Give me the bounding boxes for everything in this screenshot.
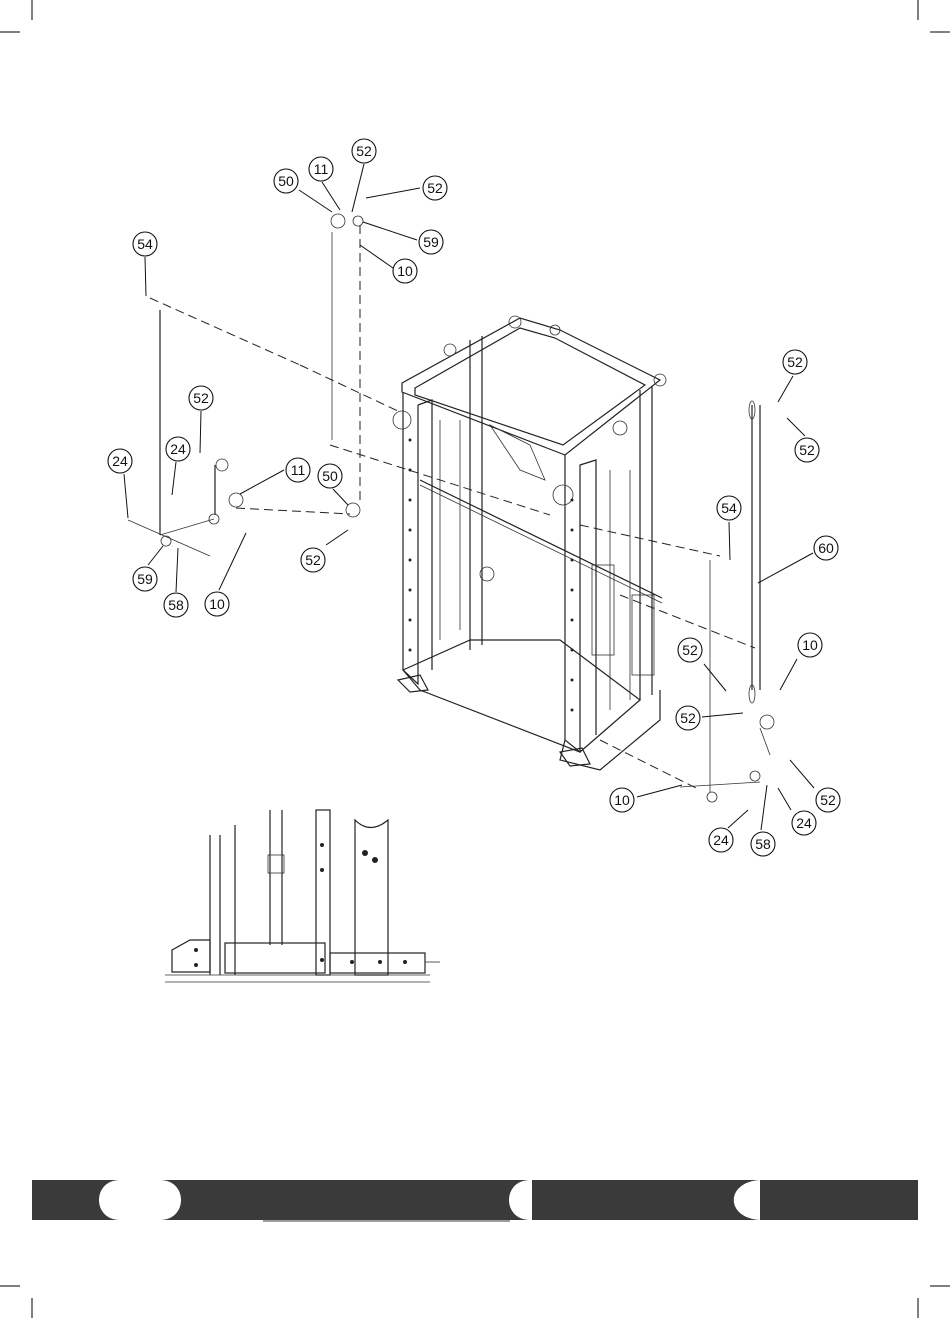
callout-24-right-bottom: 24 [792, 811, 816, 835]
svg-text:24: 24 [170, 441, 186, 457]
callout-24-left-inner: 24 [166, 437, 190, 461]
machine-frame-drawing [393, 316, 666, 770]
svg-text:11: 11 [314, 161, 329, 177]
svg-text:24: 24 [796, 815, 812, 831]
svg-text:24: 24 [112, 453, 128, 469]
callout-leaders [124, 164, 814, 830]
svg-text:58: 58 [755, 836, 771, 852]
callout-10-right-upper: 10 [798, 633, 822, 657]
svg-text:50: 50 [322, 468, 338, 484]
svg-text:52: 52 [193, 390, 209, 406]
svg-text:24: 24 [713, 832, 729, 848]
svg-text:52: 52 [305, 552, 321, 568]
svg-text:50: 50 [278, 173, 294, 189]
callout-24-right-left: 24 [709, 828, 733, 852]
callout-52-right-top: 52 [783, 350, 807, 374]
callout-10-left: 10 [205, 592, 229, 616]
callout-52-right-lower: 52 [676, 706, 700, 730]
svg-text:11: 11 [291, 462, 306, 478]
svg-text:54: 54 [137, 236, 153, 252]
callout-52-top: 52 [352, 139, 376, 163]
callout-50-top: 50 [274, 169, 298, 193]
callout-50-left: 50 [318, 464, 342, 488]
svg-text:52: 52 [787, 354, 803, 370]
svg-text:10: 10 [397, 263, 413, 279]
callout-52-right-middle: 52 [678, 638, 702, 662]
footer-band [32, 1180, 918, 1221]
callout-58-right: 58 [751, 832, 775, 856]
callout-59-left: 59 [133, 567, 157, 591]
svg-text:10: 10 [614, 792, 630, 808]
callout-10-top: 10 [393, 259, 417, 283]
svg-text:58: 58 [168, 597, 184, 613]
svg-text:10: 10 [802, 637, 818, 653]
svg-text:59: 59 [137, 571, 153, 587]
inset-base-detail [165, 810, 440, 982]
svg-text:60: 60 [818, 540, 834, 556]
svg-text:59: 59 [423, 234, 439, 250]
callout-58-left: 58 [164, 593, 188, 617]
callout-52-right-bottom: 52 [816, 788, 840, 812]
callout-54-left: 54 [133, 232, 157, 256]
svg-text:52: 52 [427, 180, 443, 196]
callout-60-right: 60 [814, 536, 838, 560]
callout-59-top: 59 [419, 230, 443, 254]
callout-52-top-right: 52 [423, 176, 447, 200]
svg-text:52: 52 [680, 710, 696, 726]
callout-24-left-outer: 24 [108, 449, 132, 473]
callout-11-left: 11 [286, 458, 310, 482]
svg-text:54: 54 [721, 500, 737, 516]
callout-11-top: 11 [309, 157, 333, 181]
callout-54-right: 54 [717, 496, 741, 520]
callout-52-left: 52 [189, 386, 213, 410]
svg-text:52: 52 [820, 792, 836, 808]
svg-text:52: 52 [682, 642, 698, 658]
svg-text:52: 52 [356, 143, 372, 159]
callout-10-right-lower: 10 [610, 788, 634, 812]
svg-text:52: 52 [799, 442, 815, 458]
callout-52-left-lower: 52 [301, 548, 325, 572]
svg-text:10: 10 [209, 596, 225, 612]
callout-52-right-second: 52 [795, 438, 819, 462]
